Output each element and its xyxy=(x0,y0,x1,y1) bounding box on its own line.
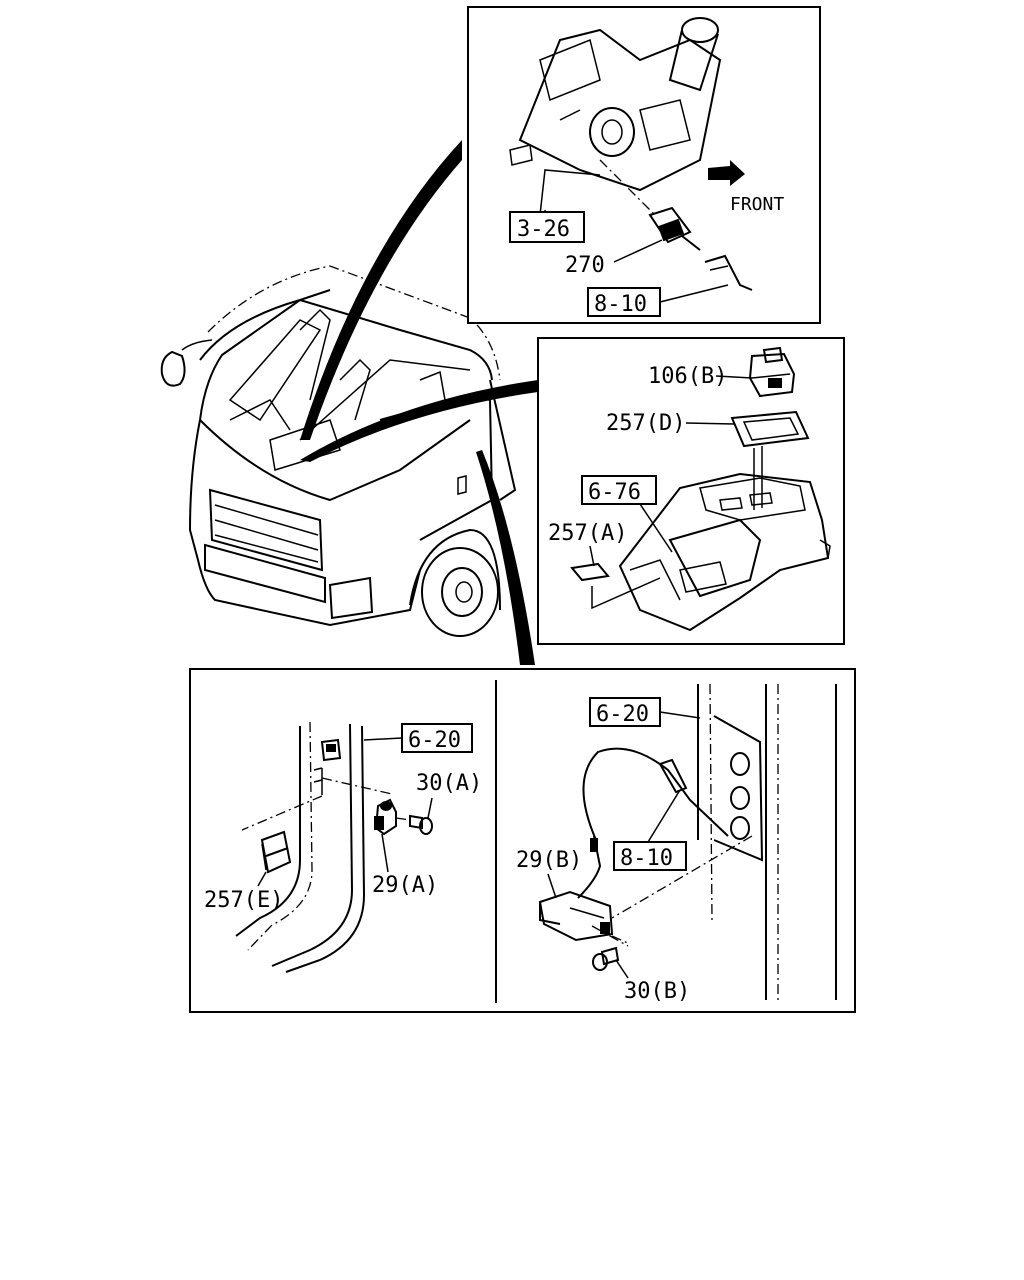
part-29b-label: 29(B) xyxy=(516,848,582,873)
part-270-label: 270 xyxy=(565,253,605,278)
door-switch-29a-icon xyxy=(374,798,397,836)
door-frame-left xyxy=(235,721,433,973)
door-switch-29b-icon xyxy=(538,890,614,942)
ref-6-76: 6-76 xyxy=(588,480,641,505)
part-29a-label: 29(A) xyxy=(372,873,438,898)
ref-3-26: 3-26 xyxy=(517,217,570,242)
ref-6-20-right: 6-20 xyxy=(596,702,649,727)
center-console xyxy=(618,472,831,632)
part-106b-label: 106(B) xyxy=(648,364,727,389)
part-30a-label: 30(A) xyxy=(416,771,482,796)
bolt-30b-icon xyxy=(592,946,620,971)
callout-leaders xyxy=(300,140,538,665)
bolt-30a-icon xyxy=(409,814,433,835)
arrow-front-icon xyxy=(708,160,745,186)
panel-switch-detail: FRONT 3-26 270 8-10 xyxy=(467,6,821,324)
front-label: FRONT xyxy=(730,194,784,215)
part-30b-label: 30(B) xyxy=(624,979,690,1004)
part-257e-label: 257(E) xyxy=(204,888,283,913)
ref-8-10-right: 8-10 xyxy=(620,846,673,871)
trim-257a-icon xyxy=(570,562,610,582)
panel-door-switch-detail: 6-20 30(A) 29(A) 257(E) xyxy=(189,668,856,1013)
bezel-257d-icon xyxy=(730,410,810,448)
pedal-assembly xyxy=(509,17,722,192)
ref-6-20-left: 6-20 xyxy=(408,728,461,753)
part-257d-label: 257(D) xyxy=(606,411,685,436)
cap-257e-icon xyxy=(260,830,292,874)
part-257a-label: 257(A) xyxy=(548,521,627,546)
pillar-right xyxy=(538,683,837,1000)
pressure-switch-icon xyxy=(648,206,701,251)
truck-cab xyxy=(160,265,517,637)
ref-8-10-top: 8-10 xyxy=(594,292,647,317)
panel-console-detail: 6-76 257(A) 106(B) 257(D) xyxy=(537,337,845,645)
